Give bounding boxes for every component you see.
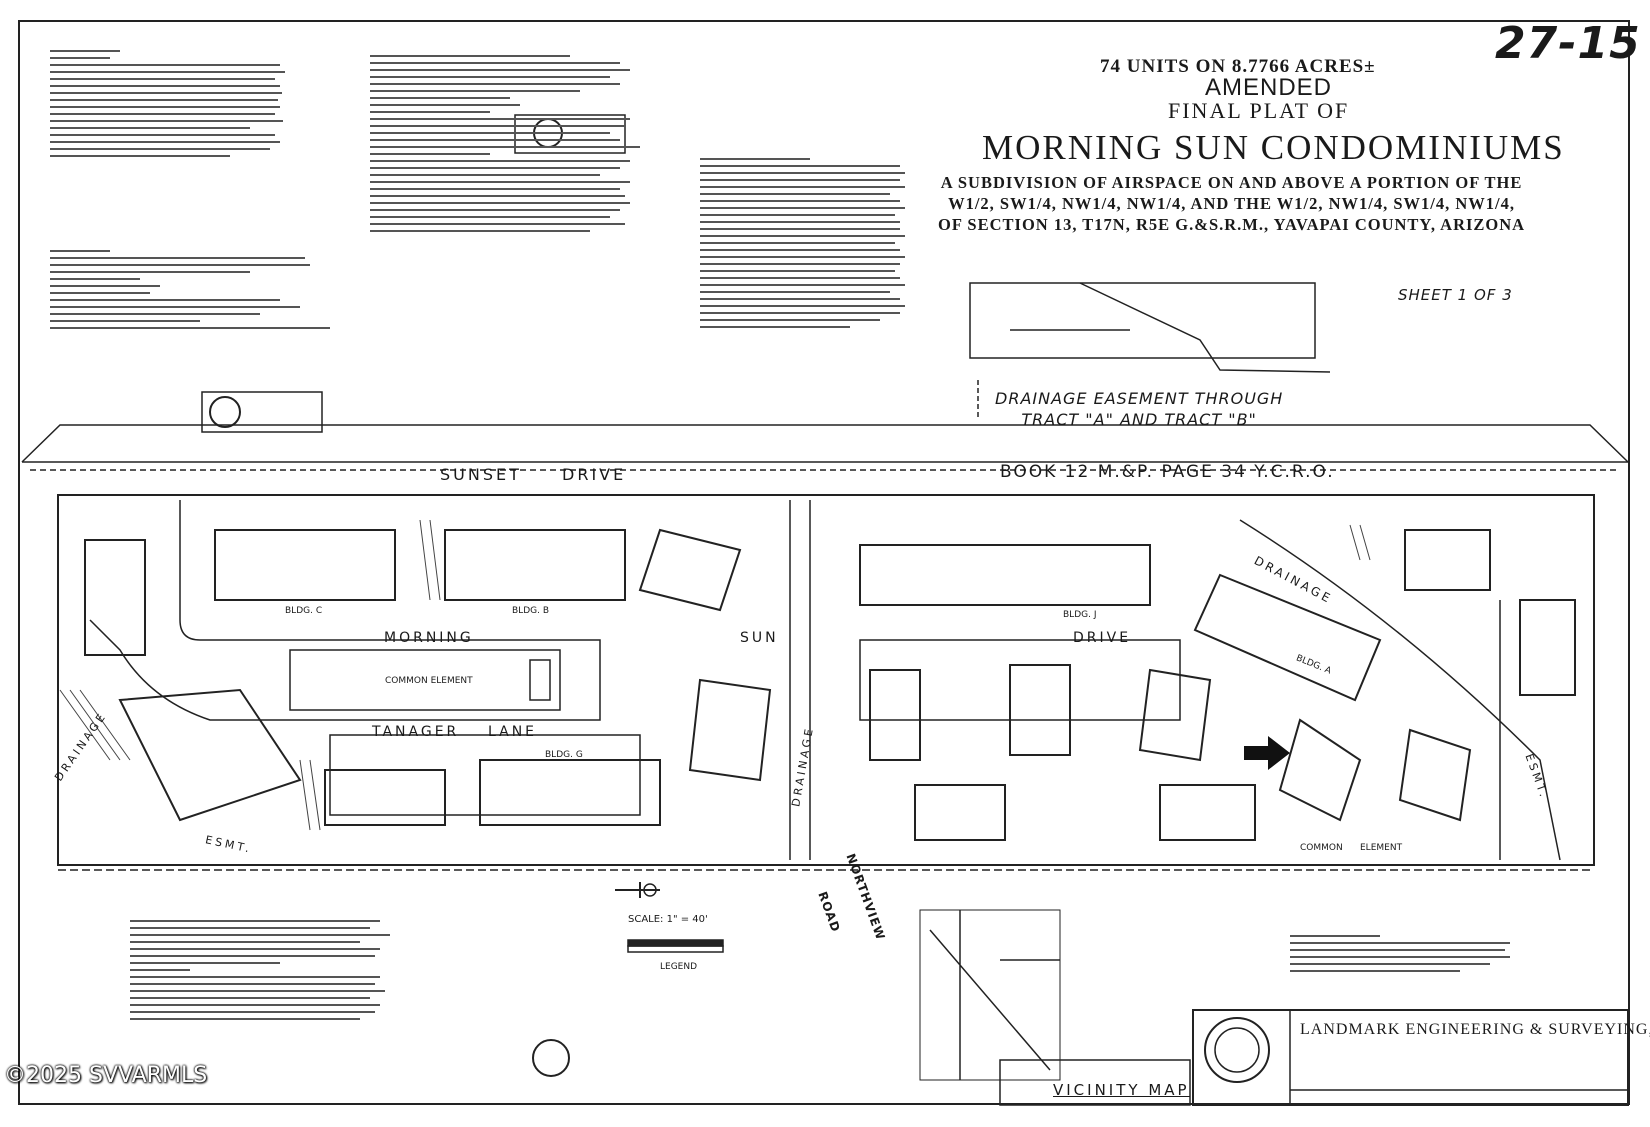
copyright-watermark: ©2025 SVVARMLS <box>4 1063 208 1088</box>
street-morning: MORNING <box>384 630 474 646</box>
bldg-c-outline <box>214 529 396 601</box>
subtitle-line-3: OF SECTION 13, T17N, R5E G.&S.R.M., YAVA… <box>938 215 1526 234</box>
company-name: LANDMARK ENGINEERING & SURVEYING, INC. <box>1300 1021 1650 1038</box>
bldg-c-label: BLDG. C <box>285 606 323 616</box>
handwritten-plat-number: 27-15 <box>1495 18 1641 69</box>
easement-line-2: TRACT "A" AND TRACT "B" <box>1021 410 1257 429</box>
street-tanager: TANAGER <box>372 724 460 740</box>
bldg-g-outline <box>479 759 661 826</box>
drainage-easement-note: DRAINAGE EASEMENT THROUGH TRACT "A" AND … <box>995 388 1283 430</box>
execution-block <box>50 250 330 334</box>
common-label: COMMON <box>1300 843 1343 853</box>
legal-description-block <box>700 158 910 333</box>
element-label: ELEMENT <box>1360 843 1403 853</box>
street-drive: DRIVE <box>562 465 627 484</box>
bldg-j-outline <box>859 544 1151 606</box>
scale-label: SCALE: 1" = 40' <box>628 914 708 925</box>
street-sunset: SUNSET <box>440 465 522 484</box>
bldg-b-outline <box>444 529 626 601</box>
easement-line-1: DRAINAGE EASEMENT THROUGH <box>995 389 1284 408</box>
sheet-label: SHEET 1 OF 3 <box>1398 286 1513 304</box>
title-units: 74 UNITS ON 8.7766 ACRES± <box>1100 56 1376 77</box>
book-reference: BOOK 12 M.&P. PAGE 34 Y.C.R.O. <box>1000 462 1335 482</box>
declaration-block <box>50 50 290 162</box>
subdivision-boundary <box>57 494 1595 866</box>
subtitle-line-2: W1/2, SW1/4, NW1/4, NW1/4, AND THE W1/2,… <box>948 194 1515 213</box>
certification-block <box>1290 935 1520 977</box>
street-drive-east: DRIVE <box>1073 630 1132 646</box>
title-amended: AMENDED <box>1205 74 1333 101</box>
legend-label: LEGEND <box>660 962 698 972</box>
bldg-b-label: BLDG. B <box>512 606 549 616</box>
bldg-g-label: BLDG. G <box>545 750 583 760</box>
title-subtitle: A SUBDIVISION OF AIRSPACE ON AND ABOVE A… <box>938 172 1525 235</box>
pointer-arrow-icon <box>1244 736 1290 770</box>
ratification-block <box>370 55 650 237</box>
subtitle-line-1: A SUBDIVISION OF AIRSPACE ON AND ABOVE A… <box>940 173 1523 192</box>
sunset-drive-line <box>21 424 1629 463</box>
sheet-border <box>18 20 1630 1105</box>
notes-block <box>130 920 400 1025</box>
street-lane: LANE <box>488 724 538 740</box>
street-sun: SUN <box>740 630 779 646</box>
title-name: MORNING SUN CONDOMINIUMS <box>982 128 1565 167</box>
bldg-j-label: BLDG. J <box>1063 610 1097 620</box>
vicinity-map-label: VICINITY MAP <box>1053 1081 1190 1099</box>
title-final-plat: FINAL PLAT OF <box>1168 98 1350 123</box>
tract-inset <box>969 282 1316 359</box>
common-element-label: COMMON ELEMENT <box>385 676 473 686</box>
bldg-a-outline <box>1193 573 1382 702</box>
